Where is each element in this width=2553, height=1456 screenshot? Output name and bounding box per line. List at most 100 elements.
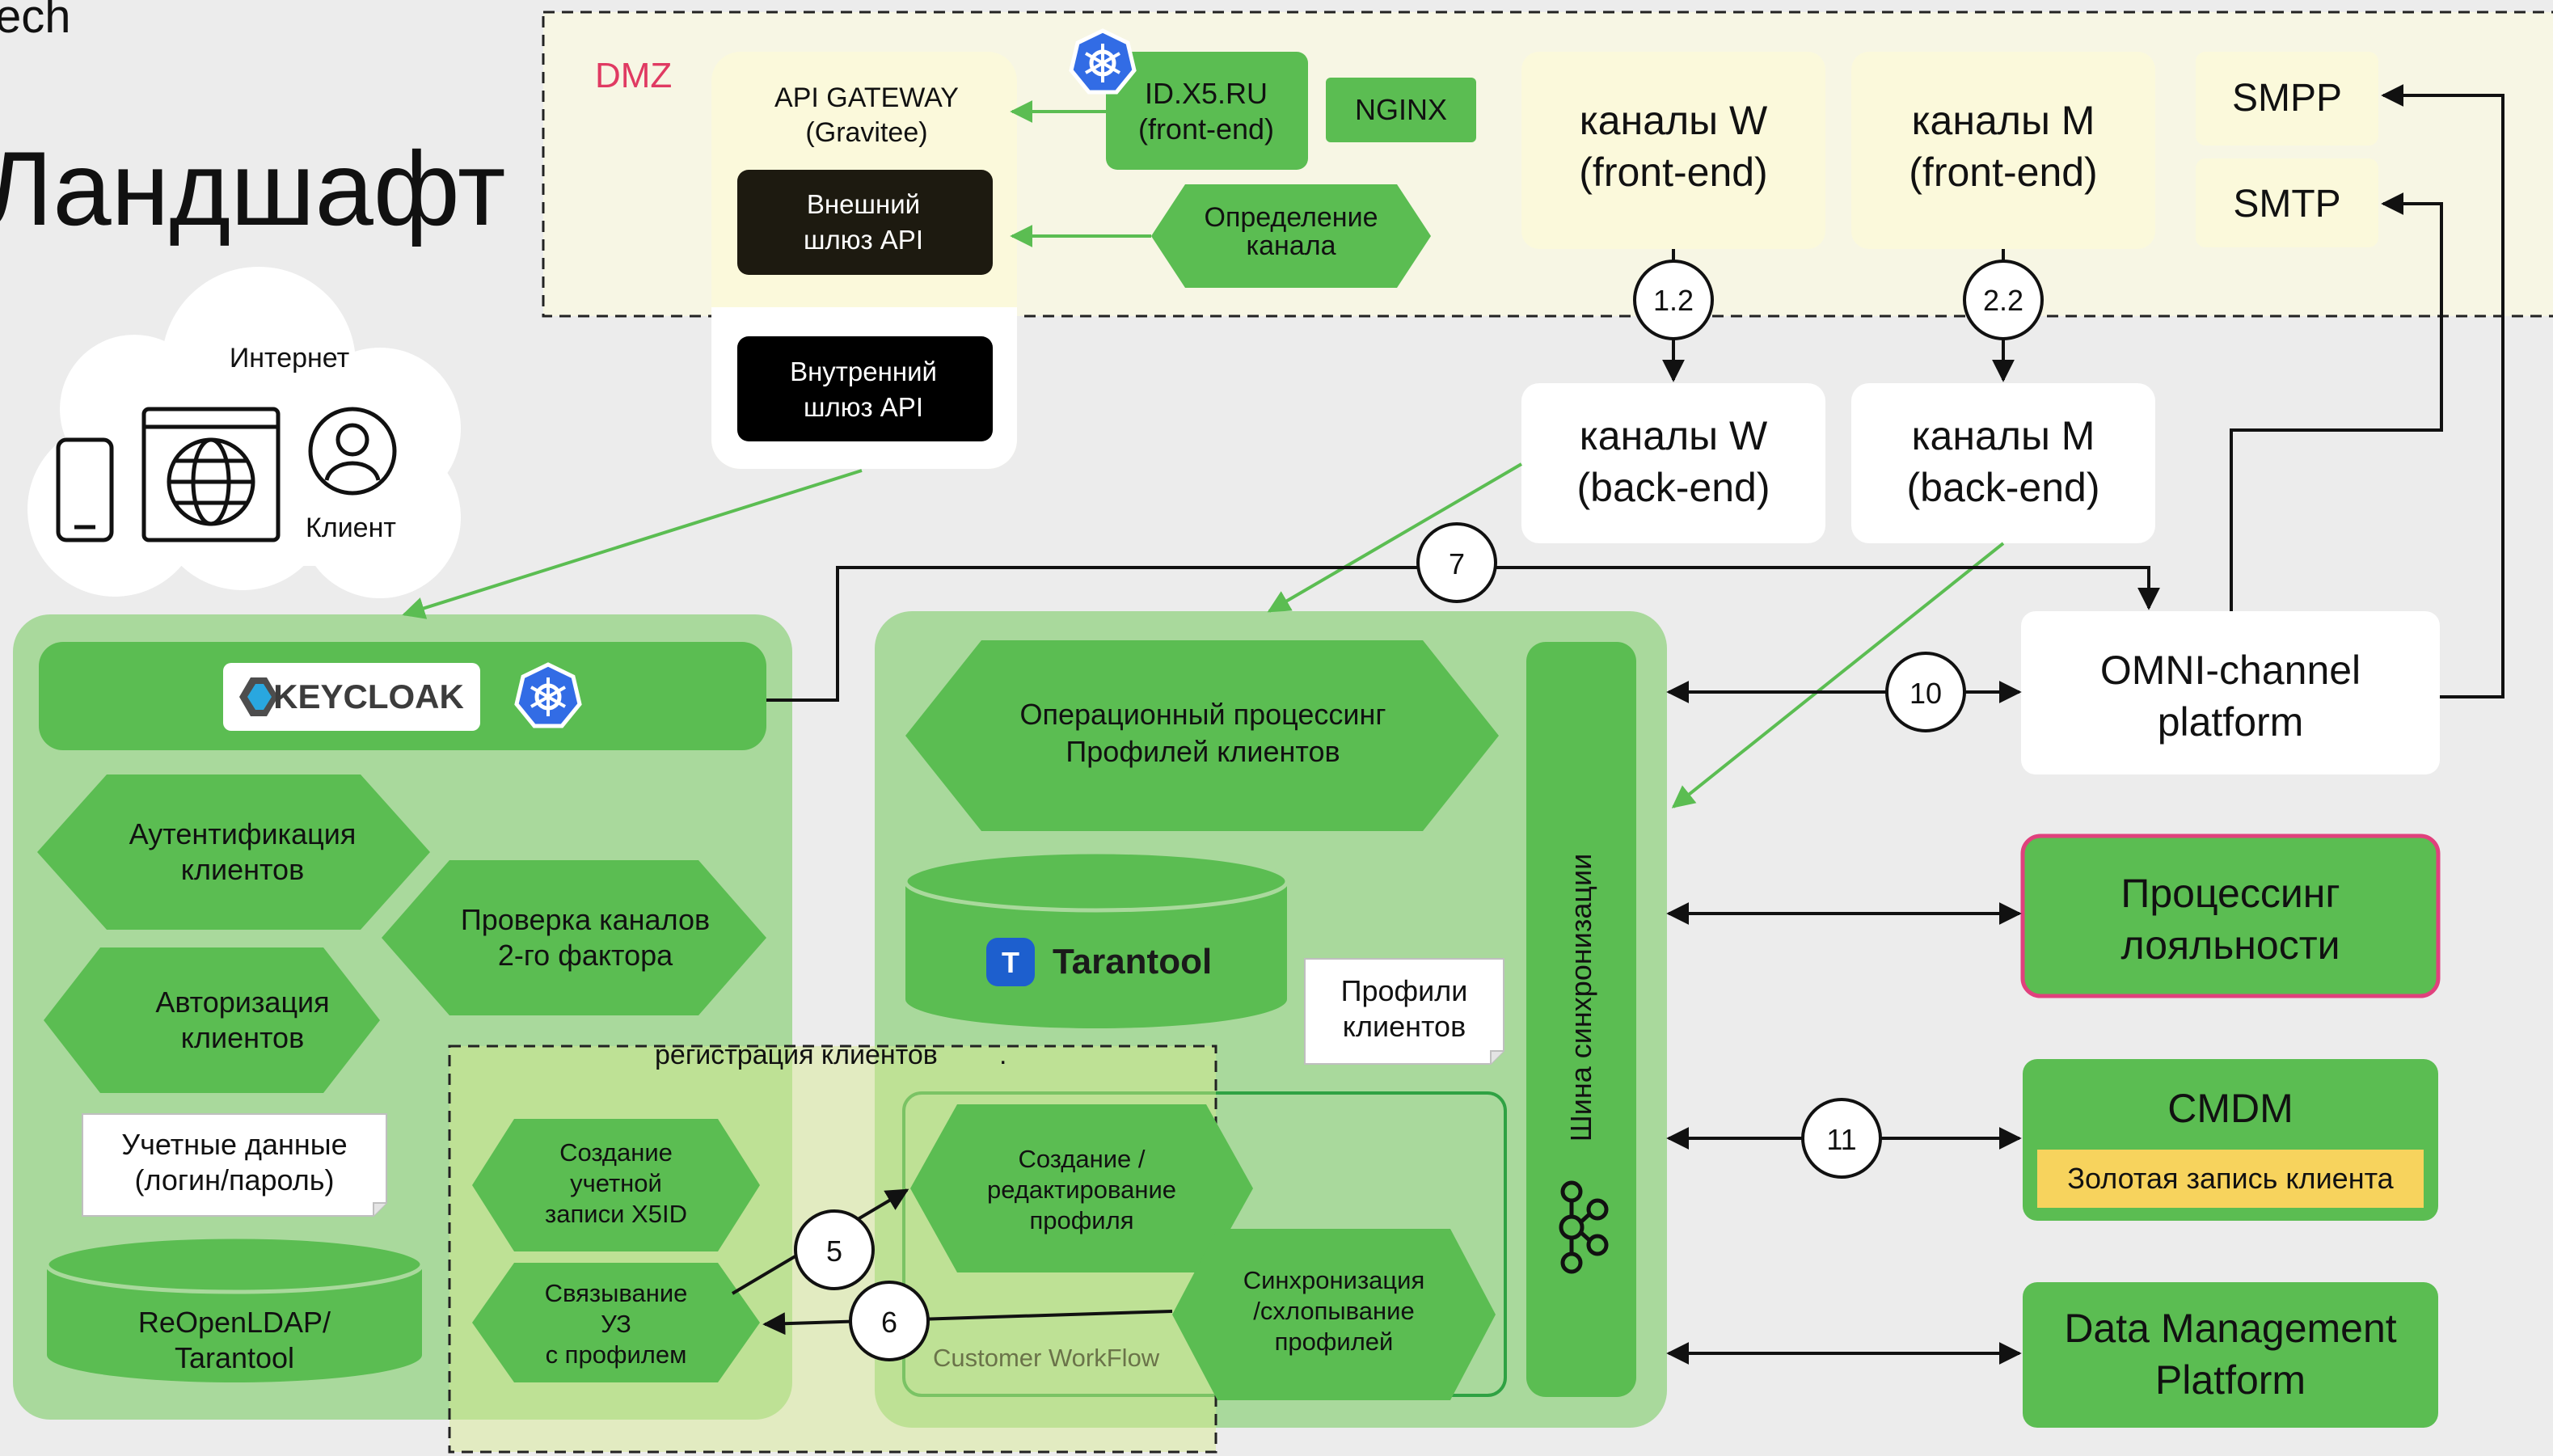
brand-fragment: ech xyxy=(0,0,71,43)
second-factor-line1: Проверка каналов xyxy=(461,903,710,936)
ldap-database xyxy=(44,1234,424,1382)
smpp-label: SMPP xyxy=(2232,77,2342,120)
step-11-label: 11 xyxy=(1826,1123,1856,1156)
channels-m-back-box xyxy=(1851,383,2155,543)
step-11-marker xyxy=(1801,1098,1882,1179)
channels-m-front-line1: каналы М xyxy=(1912,98,2095,143)
step-2-2-label: 2.2 xyxy=(1983,284,2023,317)
cloud-icon xyxy=(27,267,461,598)
step-5-label: 5 xyxy=(826,1234,842,1268)
globe-browser-icon xyxy=(141,407,281,542)
dmp-line1: Data Management xyxy=(2064,1306,2396,1351)
external-gateway-box xyxy=(737,170,993,275)
smtp-label: SMTP xyxy=(2233,183,2340,226)
internal-gateway-box xyxy=(737,336,993,441)
sync-merge-line2: /схлопывание xyxy=(1253,1297,1414,1325)
dmz-label: DMZ xyxy=(595,56,672,95)
keycloak-logo xyxy=(223,663,480,731)
create-edit-line2: редактирование xyxy=(987,1175,1176,1204)
authentication-line2: клиентов xyxy=(181,853,304,886)
dmp-line2: Platform xyxy=(2155,1357,2306,1403)
client-label: Клиент xyxy=(306,513,396,543)
create-edit-profile-hex xyxy=(910,1104,1253,1272)
cmdm-label: CMDM xyxy=(2167,1086,2293,1131)
sync-bus-label: Шина синхронизации xyxy=(1564,854,1597,1142)
channels-w-back-box xyxy=(1521,383,1825,543)
smpp-box xyxy=(2196,52,2378,146)
step-2-2-marker xyxy=(1963,260,2044,340)
omni-channel-box xyxy=(2021,611,2440,774)
nginx-box xyxy=(1326,78,1476,142)
credentials-note xyxy=(82,1113,387,1217)
step-1-2-label: 1.2 xyxy=(1653,284,1694,317)
sync-merge-line1: Синхронизация xyxy=(1243,1266,1425,1294)
channel-detection-line1: Определение xyxy=(1205,202,1378,233)
authorization-line2: клиентов xyxy=(181,1021,304,1054)
loyalty-line1: Процессинг xyxy=(2120,871,2340,916)
channels-w-front-line2: (front-end) xyxy=(1579,150,1767,195)
internet-label: Интернет xyxy=(230,343,349,373)
step-10-label: 10 xyxy=(1909,677,1942,710)
golden-record-badge xyxy=(2037,1150,2424,1208)
profiles-note xyxy=(1304,958,1504,1065)
channels-w-back-line2: (back-end) xyxy=(1577,465,1770,510)
tarantool-label: Tarantool xyxy=(1053,942,1212,981)
create-edit-line3: профиля xyxy=(1030,1206,1134,1234)
sync-merge-line3: профилей xyxy=(1275,1327,1394,1356)
authorization-hex xyxy=(44,947,380,1093)
svg-text:T: T xyxy=(1002,946,1019,979)
api-gateway-title: API GATEWAY xyxy=(774,82,959,113)
channel-detection-line2: канала xyxy=(1247,230,1336,261)
second-factor-hex xyxy=(382,860,766,1015)
link-account-hex xyxy=(472,1263,760,1382)
step-6-label: 6 xyxy=(881,1306,897,1339)
authentication-line1: Аутентификация xyxy=(129,817,357,850)
external-gateway-line2: шлюз API xyxy=(804,225,923,255)
step-7-label: 7 xyxy=(1449,547,1465,580)
sync-bus xyxy=(1526,642,1636,1397)
omni-line1: OMNI-channel xyxy=(2100,648,2361,693)
omni-line2: platform xyxy=(2158,699,2304,745)
step-10-marker xyxy=(1885,652,1966,732)
nginx-label: NGINX xyxy=(1355,93,1447,126)
step-7-marker xyxy=(1416,522,1497,603)
ldap-line2: Tarantool xyxy=(175,1341,294,1374)
link-account-line2: УЗ xyxy=(601,1310,631,1338)
channels-m-front-line2: (front-end) xyxy=(1909,150,2097,195)
internal-gateway-line1: Внутренний xyxy=(790,357,937,386)
authorization-line1: Авторизация xyxy=(155,985,329,1019)
step-6-marker xyxy=(849,1281,930,1361)
tarantool-icon: T xyxy=(986,938,1035,986)
profiles-note-line2: клиентов xyxy=(1343,1010,1466,1043)
loyalty-line2: лояльности xyxy=(2120,922,2340,968)
user-icon xyxy=(308,407,397,496)
phone-icon xyxy=(56,437,114,542)
data-management-platform-box xyxy=(2023,1282,2438,1428)
create-account-hex xyxy=(472,1119,760,1251)
create-account-line3: записи X5ID xyxy=(545,1200,687,1228)
second-factor-line2: 2-го фактора xyxy=(498,939,673,972)
loyalty-processing-box xyxy=(2020,834,2441,998)
kubernetes-icon xyxy=(1069,28,1137,95)
internal-gateway-line2: шлюз API xyxy=(804,392,923,422)
registration-dot: . xyxy=(999,1040,1006,1070)
ldap-line1: ReOpenLDAP/ xyxy=(138,1306,331,1339)
channels-m-front-box xyxy=(1851,52,2155,249)
step-1-2-marker xyxy=(1633,260,1714,340)
customer-workflow-box xyxy=(902,1091,1507,1397)
page-title: Ландшафт xyxy=(0,129,506,247)
link-account-line3: с профилем xyxy=(546,1340,687,1369)
sync-merge-profiles-hex xyxy=(1172,1229,1496,1400)
kafka-icon xyxy=(1559,1180,1609,1274)
id-x5-line1: ID.X5.RU xyxy=(1145,77,1268,110)
id-x5-box xyxy=(1106,52,1308,170)
registration-label: регистрация клиентов xyxy=(655,1040,938,1070)
operational-line1: Операционный процессинг xyxy=(1020,698,1386,731)
channels-w-front-line1: каналы W xyxy=(1580,98,1768,143)
link-account-line1: Связывание xyxy=(545,1279,688,1307)
create-edit-line1: Создание / xyxy=(1018,1145,1145,1173)
channels-w-back-line1: каналы W xyxy=(1580,413,1768,458)
kubernetes-icon xyxy=(514,662,582,728)
profiles-note-line1: Профили xyxy=(1341,974,1468,1007)
